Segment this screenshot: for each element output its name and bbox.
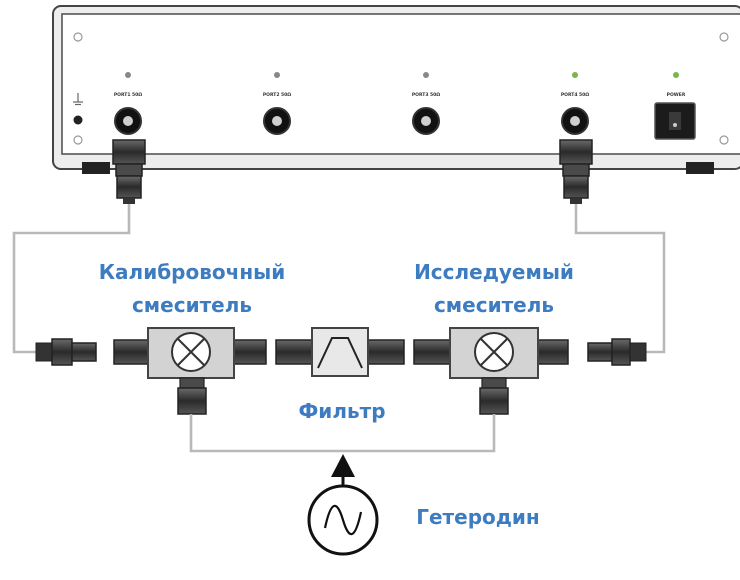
dut-mixer-if-connector	[413, 339, 451, 365]
calibration-mixer-label-line1: Калибровочный	[99, 260, 286, 284]
port-4-led	[572, 72, 578, 78]
network-analyzer: PORT1 50Ω PORT2 50Ω PORT3 50Ω PORT4 50Ω	[52, 5, 740, 174]
cable-port4	[574, 200, 666, 354]
dut-mixer	[449, 327, 539, 415]
port-3-led	[423, 72, 429, 78]
power-led	[673, 72, 679, 78]
power-label: POWER	[667, 92, 686, 98]
port-3[interactable]: PORT3 50Ω	[412, 72, 440, 135]
port-2-led	[274, 72, 280, 78]
port-4[interactable]: PORT4 50Ω	[561, 72, 589, 135]
port-2[interactable]: PORT2 50Ω	[263, 72, 291, 135]
filter-label: Фильтр	[298, 399, 385, 423]
local-oscillator-label: Гетеродин	[416, 505, 540, 529]
sine-wave-icon	[323, 504, 363, 536]
lo-cable	[189, 414, 496, 453]
panel-screw	[73, 32, 83, 42]
panel-screw	[719, 32, 729, 42]
bandpass-icon	[317, 337, 363, 369]
filter-input-connector	[275, 339, 313, 365]
port-4-label: PORT4 50Ω	[561, 92, 589, 98]
filter-body	[311, 327, 369, 377]
port-1-label: PORT1 50Ω	[114, 92, 142, 98]
dut-mixer-lo-connector	[479, 387, 509, 415]
calibration-mixer-label-line2: смеситель	[132, 293, 252, 317]
port-2-label: PORT2 50Ω	[263, 92, 291, 98]
mixer-icon	[474, 332, 514, 372]
port-1-led	[125, 72, 131, 78]
calibration-mixer	[147, 327, 235, 415]
dut-mixer-label-line1: Исследуемый	[414, 260, 574, 284]
panel-screw	[719, 135, 729, 145]
cable-connector-left	[35, 338, 97, 366]
analyzer-front-panel	[61, 13, 740, 155]
port-1-adapter	[112, 139, 146, 204]
port-3-label: PORT3 50Ω	[412, 92, 440, 98]
dut-mixer-rf-connector	[537, 339, 569, 365]
cal-mixer-rf-connector	[113, 339, 149, 365]
arrow-up-icon	[331, 454, 355, 477]
cable-port1	[12, 200, 131, 354]
band-pass-filter	[311, 327, 369, 377]
dut-mixer-label-line2: смеситель	[434, 293, 554, 317]
power-switch-group[interactable]: POWER	[654, 72, 696, 140]
filter-output-connector	[367, 339, 405, 365]
analyzer-foot-right	[686, 162, 714, 174]
ground-icon	[73, 93, 83, 106]
analyzer-foot-left	[82, 162, 110, 174]
cable-connector-right	[587, 338, 647, 366]
port-1[interactable]: PORT1 50Ω	[114, 72, 142, 135]
cal-mixer-if-connector	[233, 339, 267, 365]
cal-mixer-lo-connector	[177, 387, 207, 415]
ground-terminal[interactable]	[73, 115, 83, 125]
mixer-icon	[171, 332, 211, 372]
local-oscillator	[307, 484, 379, 556]
port-4-adapter	[559, 139, 593, 204]
panel-screw	[73, 135, 83, 145]
